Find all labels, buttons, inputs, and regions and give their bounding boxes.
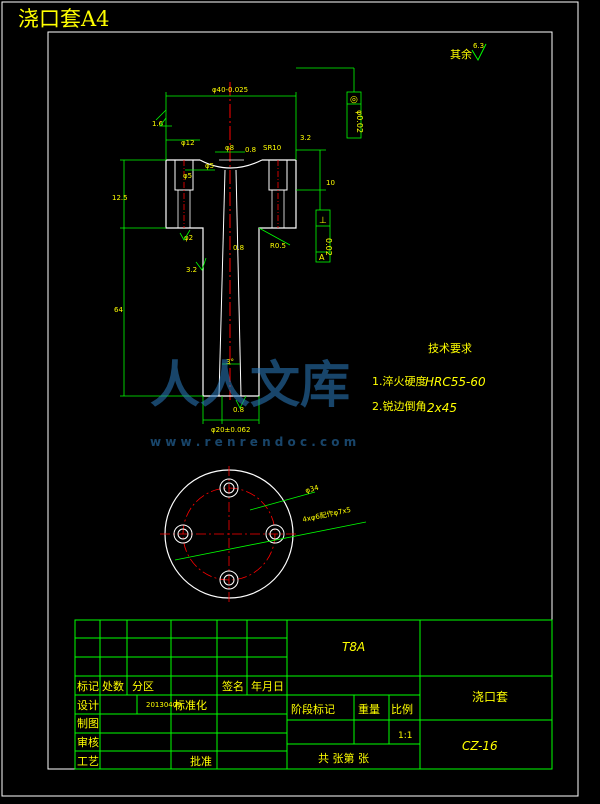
svg-text:⊥: ⊥ <box>319 216 327 226</box>
svg-text:批准: 批准 <box>190 754 212 768</box>
svg-text:标记: 标记 <box>77 679 99 693</box>
title-block-text: T8A 浇口套 CZ-16 标记 处数 分区 签名 年月日 设计 2013040… <box>77 640 508 768</box>
svg-text:0.8: 0.8 <box>233 406 244 414</box>
tolerance-frame-concentric: φ0.02 ◎ <box>346 91 364 139</box>
svg-text:1:1: 1:1 <box>398 731 412 741</box>
svg-text:比例: 比例 <box>391 702 413 716</box>
svg-text:0.8: 0.8 <box>233 244 244 252</box>
svg-text:HRC55-60: HRC55-60 <box>425 375 486 389</box>
svg-text:1.淬火硬度: 1.淬火硬度 <box>372 374 427 388</box>
svg-text:重量: 重量 <box>358 702 380 716</box>
svg-text:φ2: φ2 <box>184 234 193 242</box>
svg-text:2x45: 2x45 <box>427 401 457 415</box>
svg-text:签名: 签名 <box>222 679 244 693</box>
svg-text:年月日: 年月日 <box>251 679 284 693</box>
front-view <box>165 82 297 400</box>
svg-text:10: 10 <box>326 179 335 187</box>
watermark: 人人文库 w w w . r e n r e n d o c . c o m <box>150 356 356 449</box>
svg-text:φ40-0.025: φ40-0.025 <box>212 86 248 94</box>
roughness-label: 其余 <box>450 47 472 61</box>
pcd-label: φ34 <box>304 484 320 495</box>
svg-text:共 张第 张: 共 张第 张 <box>318 751 369 765</box>
svg-text:技术要求: 技术要求 <box>428 342 472 355</box>
svg-text:φ0.02: φ0.02 <box>355 110 364 133</box>
svg-text:0.02: 0.02 <box>324 238 333 256</box>
title-block <box>74 619 553 770</box>
svg-text:工艺: 工艺 <box>77 755 99 768</box>
svg-text:20130409: 20130409 <box>146 701 182 709</box>
svg-text:φ12: φ12 <box>181 139 195 147</box>
svg-text:w w w . r e n r e n d o c . c: w w w . r e n r e n d o c . c o m <box>150 435 356 449</box>
svg-text:φ5: φ5 <box>205 162 214 170</box>
svg-text:64: 64 <box>114 306 123 314</box>
svg-text:◎: ◎ <box>350 95 358 105</box>
svg-text:3°: 3° <box>226 358 234 366</box>
svg-text:φ8: φ8 <box>225 144 234 152</box>
svg-text:处数: 处数 <box>102 680 124 693</box>
dimension-lines <box>120 67 355 424</box>
svg-text:3.2: 3.2 <box>186 266 197 274</box>
svg-text:R0.5: R0.5 <box>270 242 286 250</box>
outer-border <box>1 1 579 797</box>
svg-text:标准化: 标准化 <box>174 698 207 712</box>
technical-requirements: 技术要求 1.淬火硬度 2.锐边倒角 HRC55-60 2x45 <box>372 342 486 415</box>
dimension-texts: φ40-0.025 φ12 φ8 0.8 SR10 φ5 φ5 φ2 R0.5 … <box>112 86 335 434</box>
svg-text:制图: 制图 <box>77 717 99 730</box>
tolerance-frame-perp: 0.02 ⊥ A <box>315 209 333 263</box>
svg-text:12.5: 12.5 <box>112 194 128 202</box>
svg-text:6.3: 6.3 <box>473 42 484 50</box>
svg-text:设计: 设计 <box>77 699 99 712</box>
bolt-hole-label: 4xφ6配作φ7x5 <box>302 505 352 524</box>
svg-text:审核: 审核 <box>77 735 99 749</box>
part-name: 浇口套 <box>472 690 508 704</box>
file-title: 浇口套A4 <box>18 7 110 31</box>
svg-text:SR10: SR10 <box>263 144 281 152</box>
svg-text:A: A <box>319 253 325 262</box>
roughness-symbol: 6.3 <box>471 42 487 62</box>
drawing-number: CZ-16 <box>462 739 498 753</box>
material: T8A <box>342 640 365 654</box>
svg-text:φ20±0.062: φ20±0.062 <box>211 426 250 434</box>
svg-text:0.8: 0.8 <box>245 146 256 154</box>
svg-text:1.6: 1.6 <box>152 120 164 128</box>
svg-text:2.锐边倒角: 2.锐边倒角 <box>372 399 427 413</box>
svg-text:φ5: φ5 <box>183 172 192 180</box>
svg-text:人人文库: 人人文库 <box>150 356 350 414</box>
svg-text:3.2: 3.2 <box>300 134 311 142</box>
top-view: 4xφ6配作φ7x5 φ34 <box>160 466 367 602</box>
svg-text:分区: 分区 <box>132 680 154 693</box>
svg-text:阶段标记: 阶段标记 <box>291 702 335 716</box>
roughness-marks <box>159 117 247 409</box>
